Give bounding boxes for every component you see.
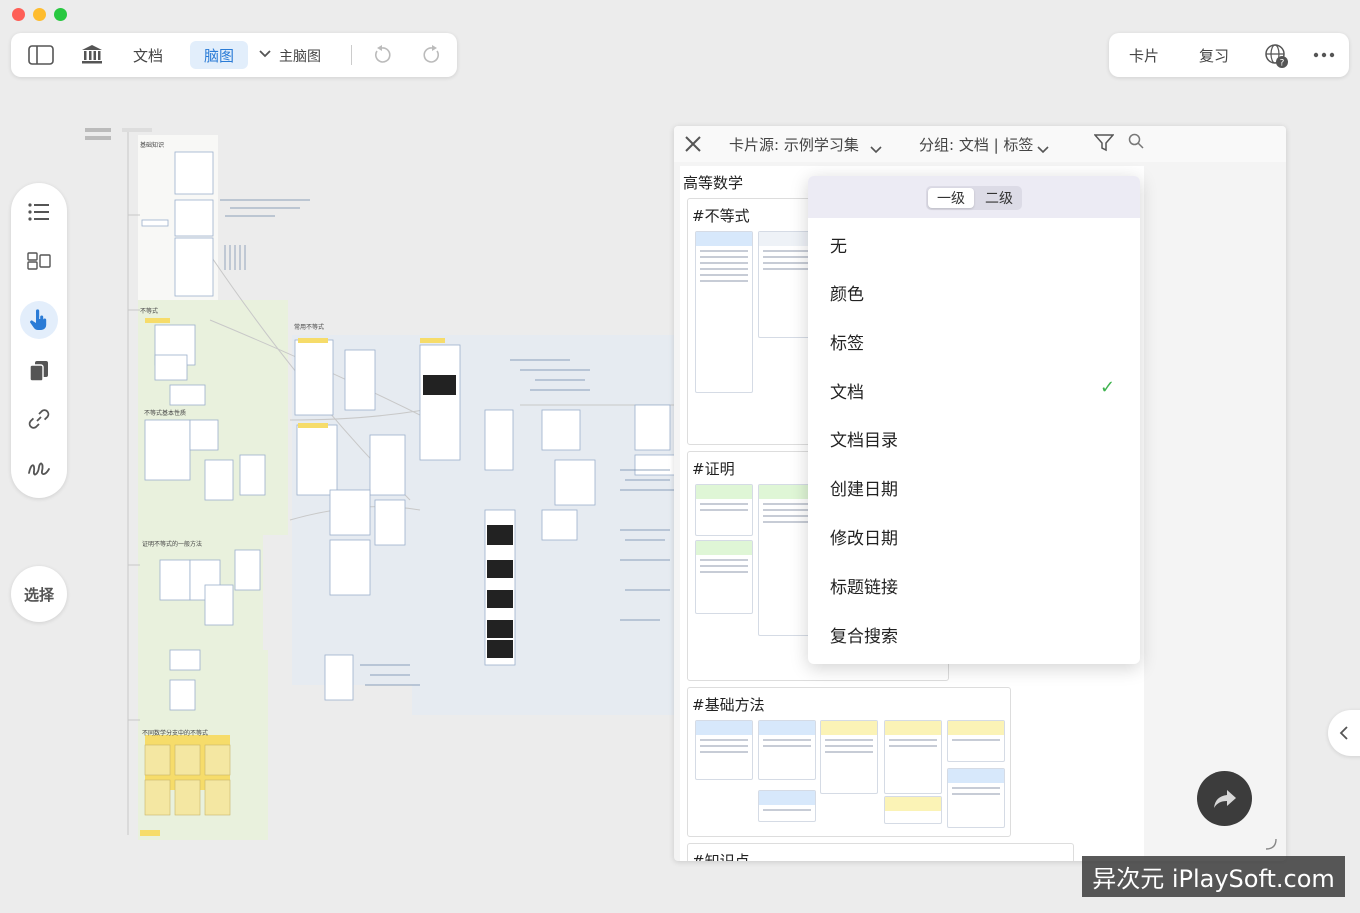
- doc-tab[interactable]: 文档: [133, 47, 164, 65]
- section-knowledge: #知识点: [687, 843, 1074, 861]
- section-title: #基础方法: [692, 696, 765, 714]
- menu-item[interactable]: 标题链接: [830, 578, 898, 598]
- card[interactable]: [947, 720, 1005, 762]
- section-title: #知识点: [692, 852, 750, 861]
- expand-panel-button[interactable]: [1328, 710, 1360, 756]
- card[interactable]: [758, 720, 816, 780]
- canvas-node[interactable]: 不等式: [140, 308, 159, 315]
- svg-text:?: ?: [1280, 59, 1285, 69]
- select-button[interactable]: 选择: [11, 566, 67, 622]
- section-title: #证明: [692, 460, 735, 478]
- mindmap-canvas[interactable]: 基础知识 不等式 常用不等式 不等式基本性质 证明不等式的一般方法 不同数学分支…: [80, 120, 682, 850]
- menu-item[interactable]: 复合搜索: [830, 627, 898, 647]
- card[interactable]: [695, 720, 753, 780]
- menu-item[interactable]: 文档: [830, 383, 864, 403]
- search-icon[interactable]: [1128, 133, 1144, 153]
- menu-item[interactable]: 创建日期: [830, 480, 898, 500]
- card[interactable]: [758, 231, 816, 338]
- level-tab-1[interactable]: 一级: [928, 188, 974, 208]
- card[interactable]: [820, 720, 878, 794]
- canvas-node[interactable]: 证明不等式的一般方法: [142, 541, 203, 548]
- minimize-window-button[interactable]: [33, 8, 46, 21]
- dropdown-header: 一级 二级: [808, 176, 1140, 218]
- web-help-icon[interactable]: ?: [1263, 43, 1289, 69]
- freehand-draw-icon[interactable]: [25, 455, 53, 483]
- map-select[interactable]: 主脑图: [279, 49, 321, 65]
- canvas-node[interactable]: 基础知识: [140, 142, 165, 149]
- mindmap-tab[interactable]: 脑图: [190, 41, 248, 69]
- share-button[interactable]: [1197, 771, 1252, 826]
- zoom-window-button[interactable]: [54, 8, 67, 21]
- card[interactable]: [947, 768, 1005, 828]
- undo-icon[interactable]: [371, 44, 393, 66]
- chevron-down-icon[interactable]: [1037, 139, 1049, 158]
- check-icon: ✓: [1100, 377, 1116, 398]
- chevron-down-icon[interactable]: [258, 47, 272, 61]
- filter-icon[interactable]: [1093, 134, 1115, 156]
- card[interactable]: [695, 484, 753, 536]
- toolbar-divider: [351, 45, 352, 65]
- outline-list-icon[interactable]: [25, 198, 53, 226]
- chevron-down-icon[interactable]: [870, 139, 882, 158]
- group-dropdown: 一级 二级 无 颜色 标签 文档 ✓ 文档目录 创建日期 修改日期 标题链接 复…: [808, 176, 1140, 664]
- level-segmented-control: 一级 二级: [926, 186, 1022, 210]
- chevron-left-icon: [1339, 726, 1348, 740]
- sidebar-toggle-icon[interactable]: [28, 44, 54, 66]
- card[interactable]: [758, 790, 816, 822]
- group-select[interactable]: 分组: 文档 | 标签: [919, 136, 1034, 154]
- window-controls: [12, 8, 67, 21]
- layout-icon[interactable]: [25, 247, 53, 275]
- group-heading: 高等数学: [683, 174, 744, 192]
- review-button[interactable]: 复习: [1199, 47, 1230, 65]
- section-basic-methods: #基础方法: [687, 687, 1011, 837]
- hand-pointer-icon[interactable]: [20, 301, 58, 339]
- canvas-node[interactable]: 不同数学分支中的不等式: [142, 730, 209, 737]
- close-window-button[interactable]: [12, 8, 25, 21]
- resize-handle-icon[interactable]: [1264, 836, 1278, 855]
- card[interactable]: [884, 720, 942, 794]
- level-tab-2[interactable]: 二级: [985, 191, 1013, 207]
- menu-item[interactable]: 修改日期: [830, 529, 898, 549]
- card-source-select[interactable]: 卡片源: 示例学习集: [729, 136, 859, 154]
- card[interactable]: [758, 484, 816, 636]
- section-title: #不等式: [692, 207, 750, 225]
- menu-item[interactable]: 无: [830, 237, 847, 257]
- menu-item[interactable]: 颜色: [830, 285, 864, 305]
- link-icon[interactable]: [25, 405, 53, 433]
- card[interactable]: [695, 231, 753, 393]
- share-arrow-icon: [1213, 789, 1236, 808]
- menu-item[interactable]: 文档目录: [830, 431, 898, 451]
- panel-header: 卡片源: 示例学习集 分组: 文档 | 标签: [674, 126, 1286, 162]
- right-toolbar: 卡片 复习 ?: [1109, 33, 1349, 77]
- close-icon[interactable]: [684, 135, 702, 153]
- main-toolbar: 文档 脑图 主脑图: [11, 33, 457, 77]
- more-icon[interactable]: [1311, 45, 1337, 65]
- library-icon[interactable]: [79, 42, 105, 66]
- canvas-node[interactable]: 常用不等式: [294, 324, 325, 331]
- redo-icon[interactable]: [421, 44, 443, 66]
- card[interactable]: [695, 540, 753, 614]
- tool-sidebar: [11, 183, 67, 498]
- card[interactable]: [884, 796, 942, 824]
- watermark: 异次元 iPlaySoft.com: [1082, 856, 1345, 897]
- canvas-node[interactable]: 不等式基本性质: [144, 410, 187, 417]
- menu-item[interactable]: 标签: [830, 334, 864, 354]
- copy-icon[interactable]: [25, 357, 53, 385]
- card-button[interactable]: 卡片: [1129, 47, 1160, 65]
